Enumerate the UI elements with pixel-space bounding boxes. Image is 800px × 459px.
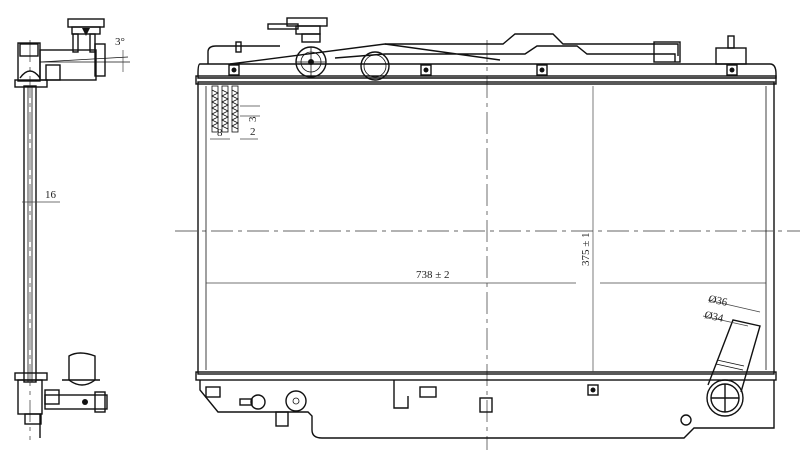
fin-detail: 8 2 3 [210,85,260,140]
core-thickness-label: 16 [45,189,57,201]
outlet-pipe: Ø36 Ø34 [702,293,761,417]
outlet-inner-diameter-label: Ø34 [703,309,725,325]
outlet-outer-diameter-label: Ø36 [707,293,729,309]
tube-gap-label: 2 [250,126,256,138]
width-dimension-label: 738 ± 2 [416,269,450,281]
top-clips [228,64,738,76]
fin-height-label: 3 [247,116,259,122]
filler-cap [267,17,328,78]
height-dimension-label: 375 ± 1 [580,232,592,266]
side-view: 3° 16 [14,18,130,440]
front-view: 8 2 3 Ø36 Ø34 [175,17,800,450]
fin-pitch-label: 8 [217,127,223,139]
cap-angle-label: 3° [115,36,125,48]
